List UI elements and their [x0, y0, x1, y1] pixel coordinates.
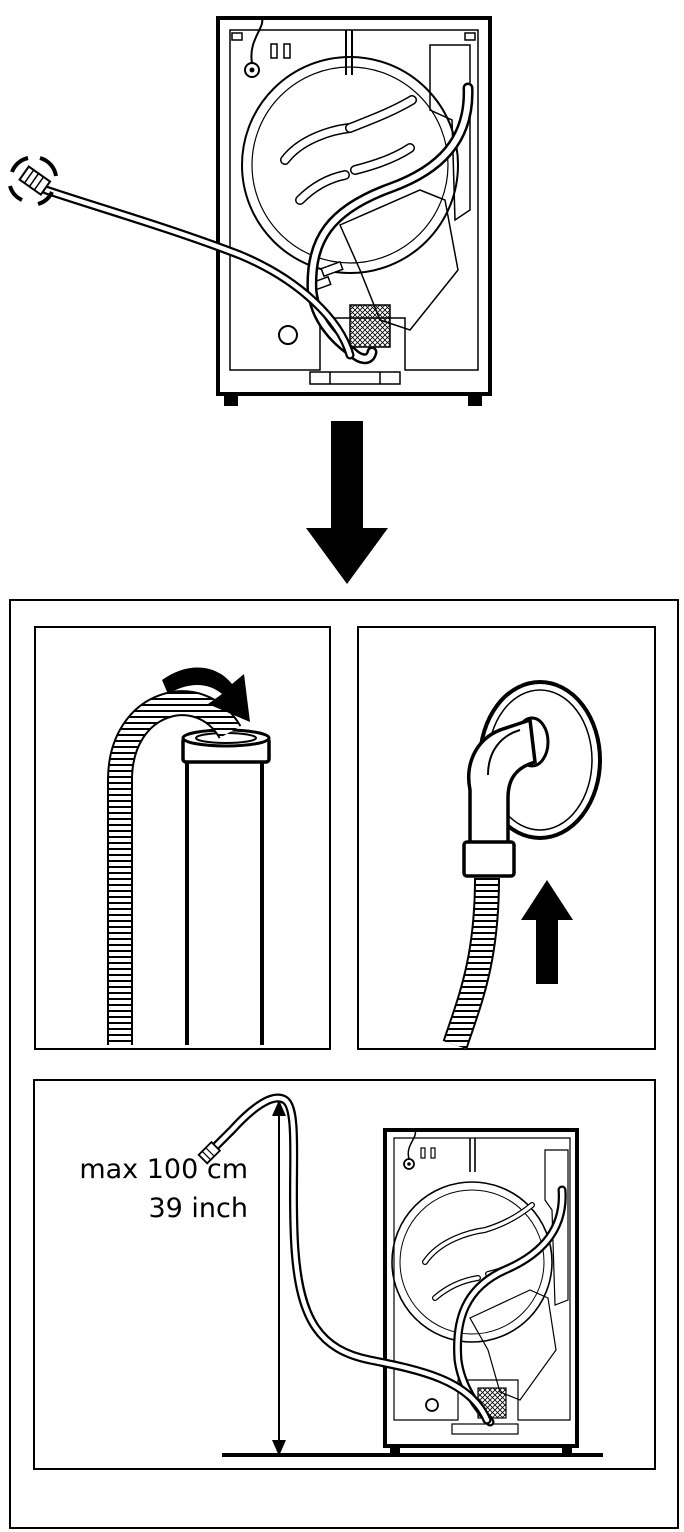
arrow-down-icon [306, 421, 388, 584]
max-height-panel [33, 1079, 656, 1470]
washing-machine-back-icon [216, 16, 492, 406]
arrow-curved-icon [162, 667, 250, 722]
wall-outlet-icon [462, 680, 602, 878]
arrow-up-icon [521, 880, 573, 984]
standpipe-panel [34, 626, 331, 1050]
max-height-label: max 100 cm [79, 1154, 248, 1185]
drain-hose-icon [8, 82, 474, 365]
max-height-inch-label: 39 inch [148, 1193, 248, 1224]
wall-outlet-panel [357, 626, 656, 1050]
